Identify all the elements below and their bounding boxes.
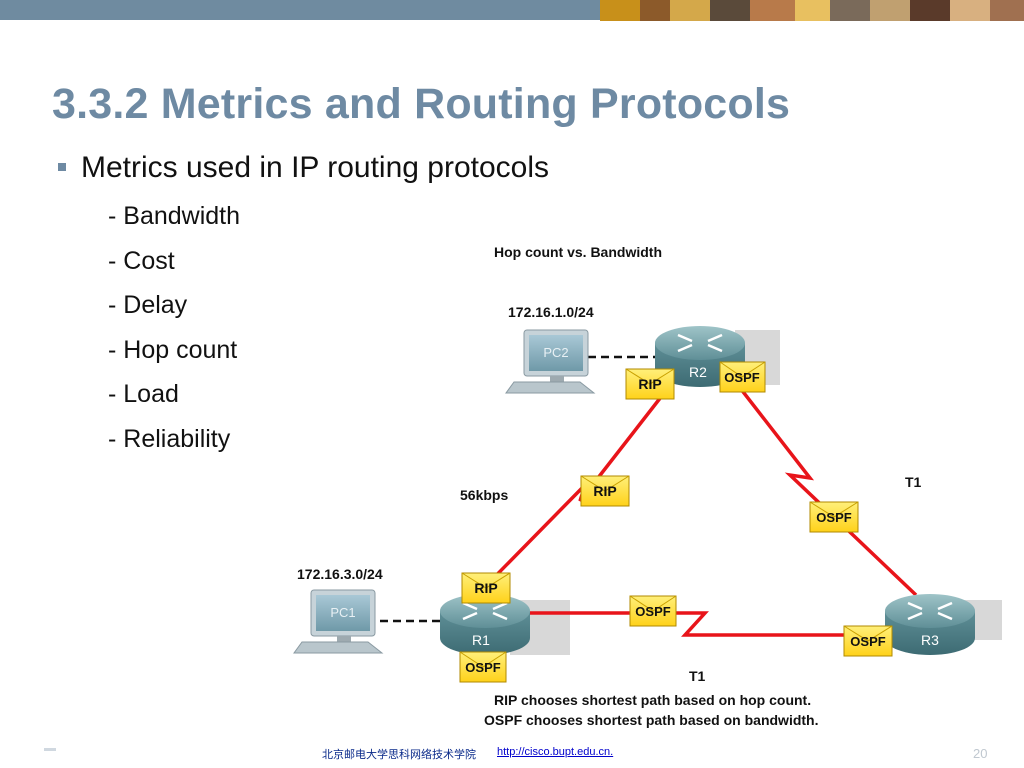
link-speed-label: 56kbps	[460, 487, 508, 503]
rip-tag-label: RIP	[474, 580, 497, 596]
ospf-tag: OSPF	[459, 651, 507, 683]
metric-item: - Load	[108, 380, 179, 408]
pc-label: PC2	[543, 345, 568, 360]
square-bullet-icon	[58, 163, 66, 171]
router-r2: R2	[655, 326, 745, 387]
metric-item: - Bandwidth	[108, 202, 241, 230]
diagram-caption-line: RIP chooses shortest path based on hop c…	[494, 692, 811, 708]
metrics-list: - Bandwidth - Cost - Delay - Hop count -…	[108, 201, 240, 468]
link-speed-label: T1	[689, 668, 706, 684]
router-label: R1	[472, 632, 490, 648]
page-number: 20	[973, 746, 988, 761]
link-speed-label: T1	[905, 474, 922, 490]
footer-link[interactable]: http://cisco.bupt.edu.cn.	[497, 746, 614, 758]
ospf-tag-label: OSPF	[850, 634, 885, 649]
ospf-tag: OSPF	[809, 501, 859, 533]
network-label-top: 172.16.1.0/24	[508, 304, 594, 320]
pc-top: PC2	[505, 329, 596, 394]
router-label: R2	[689, 364, 707, 380]
diagram-title: Hop count vs. Bandwidth	[494, 244, 662, 260]
ospf-tag-label: OSPF	[465, 660, 500, 675]
ospf-tag: OSPF	[843, 625, 893, 657]
footer-logo-mark	[44, 748, 56, 751]
ospf-tag-label: OSPF	[635, 604, 670, 619]
rip-tag-label: RIP	[593, 483, 616, 499]
metric-item: - Hop count	[108, 335, 238, 364]
router-r3: R3	[885, 594, 975, 655]
header-photo-strip	[600, 0, 1024, 21]
ospf-tag-label: OSPF	[816, 510, 851, 525]
network-label-left: 172.16.3.0/24	[297, 566, 383, 582]
rip-tag: RIP	[580, 475, 630, 507]
network-diagram: Hop count vs. Bandwidth 172.16.1.0/24 17…	[293, 244, 1002, 728]
footer-institution: 北京邮电大学思科网络技术学院	[322, 748, 476, 761]
rip-tag-label: RIP	[638, 376, 661, 392]
ospf-tag-label: OSPF	[724, 370, 759, 385]
rip-tag: RIP	[625, 368, 675, 400]
router-arrows-icon	[462, 601, 508, 621]
metric-item: - Cost	[108, 246, 175, 275]
metric-item: - Reliability	[108, 424, 231, 453]
pc-label: PC1	[330, 605, 355, 620]
diagram-caption-line: OSPF chooses shortest path based on band…	[484, 712, 818, 728]
bullet-text: Metrics used in IP routing protocols	[81, 151, 550, 184]
rip-tag: RIP	[461, 572, 511, 604]
ospf-tag: OSPF	[629, 595, 677, 627]
link-r2-r3	[728, 373, 918, 597]
router-arrows-icon	[907, 601, 953, 621]
router-arrows-icon	[677, 333, 723, 353]
pc-left: PC1	[293, 589, 384, 654]
router-label: R3	[921, 632, 939, 648]
page-title: 3.3.2 Metrics and Routing Protocols	[52, 80, 791, 128]
metric-item: - Delay	[108, 291, 188, 319]
ospf-tag: OSPF	[719, 361, 766, 393]
link-r1-r3	[520, 611, 892, 637]
bullet-item: Metrics used in IP routing protocols	[58, 151, 549, 185]
